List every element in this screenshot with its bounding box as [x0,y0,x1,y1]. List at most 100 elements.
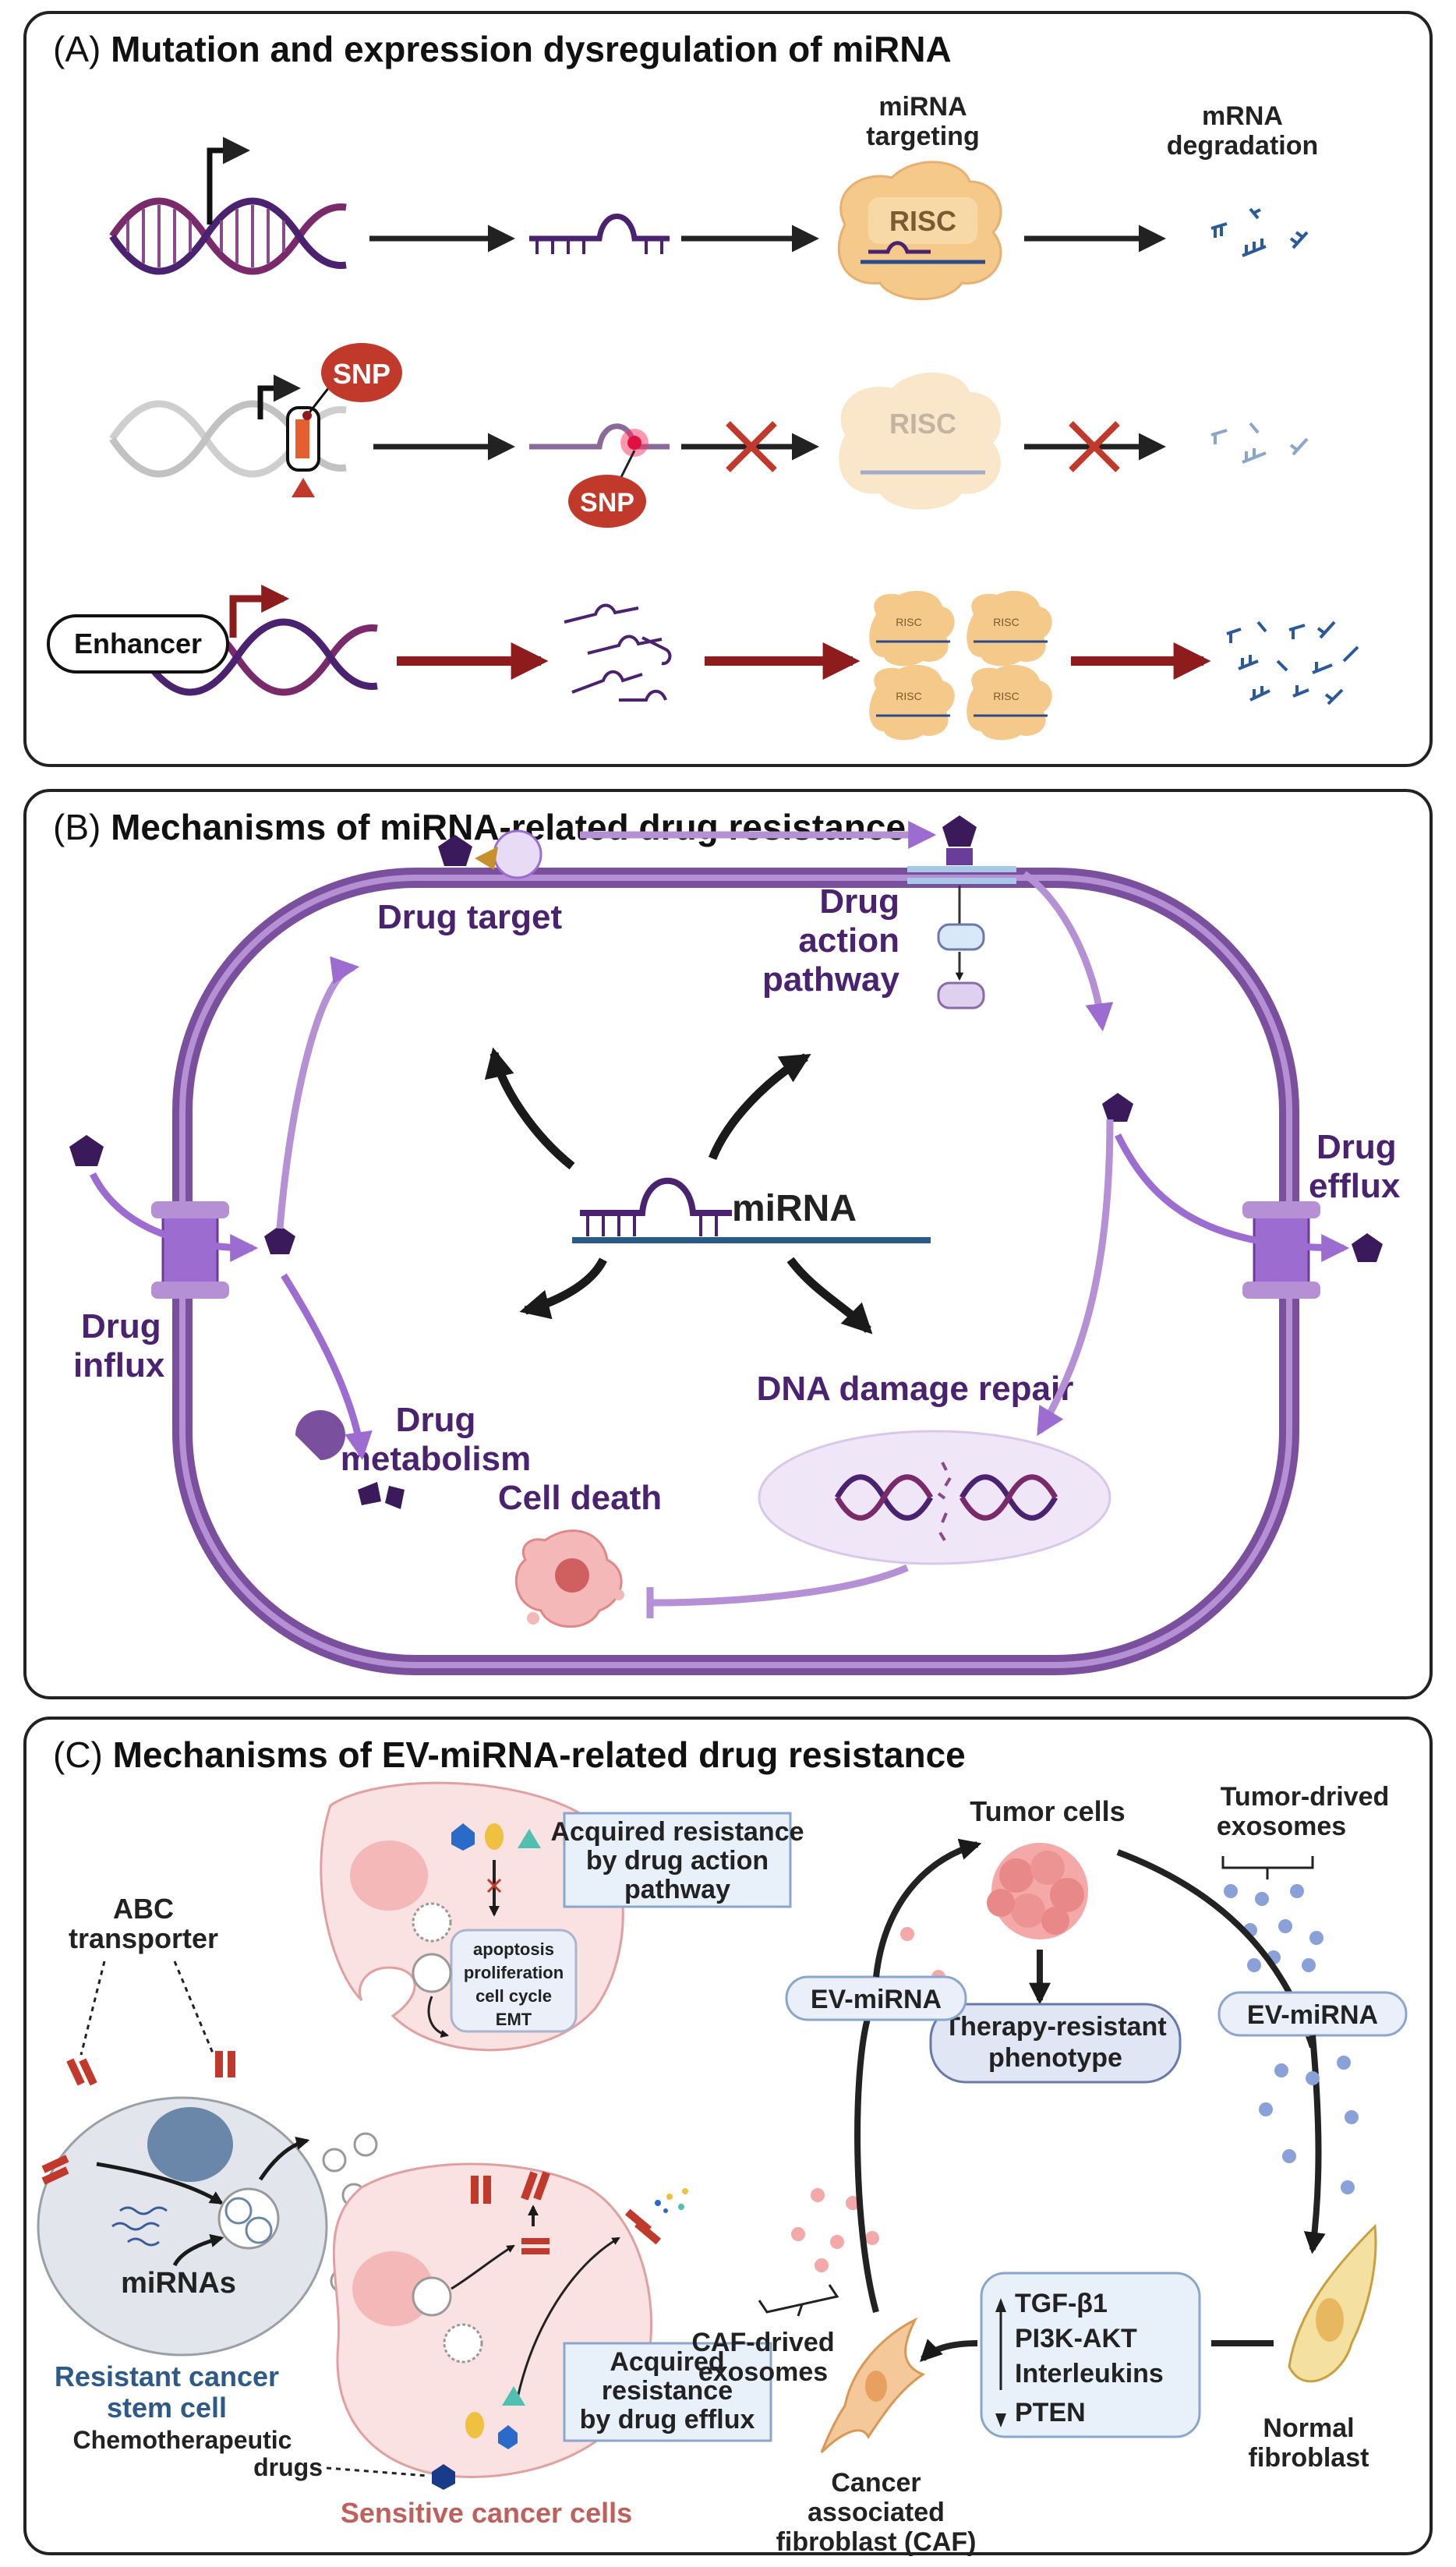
arrow-icon [258,2136,310,2181]
acquired-efflux-box [563,2342,772,2442]
normal-fibroblast-icon [1288,2223,1377,2383]
drug-icon [264,1225,295,1254]
caf-label: fibroblast (CAF) [776,2527,977,2557]
strong-promoter-icon [229,585,290,638]
regulation-arrow-icon [484,1047,575,1170]
signaling-box [980,2272,1201,2438]
drug-target-label: Drug target [377,898,562,936]
pathway-arrow-icon [1037,1119,1114,1437]
connector [326,2466,429,2477]
cycle-arrow-icon [873,1838,982,1978]
panel-letter: (C) [53,1734,103,1775]
efflux-transporter-icon [1242,1201,1320,1299]
signal-label: PTEN [1015,2398,1086,2427]
caf-icon [820,2317,926,2454]
vesicle-icon [412,1902,452,1943]
panel-b-diagram: Drug influx Drug target Drug action path… [69,815,1401,1675]
risc-complex-icon: RISC [837,161,1002,301]
drug-action-label: pathway [762,960,900,999]
drug-metabolism-label: metabolism [341,1440,532,1478]
drug-hexagon-icon [498,2425,518,2449]
mutation-marker-icon [292,478,315,497]
risc-complex-faded-icon: RISC [839,372,1002,510]
panel-a: (A) Mutation and expression dysregulatio… [23,11,1433,767]
nucleus-icon [758,1430,1111,1565]
vesicle-icon [412,2276,452,2317]
enhancer-label: Enhancer [74,628,202,659]
arrow-icon [920,2339,978,2362]
drug-metabolism-label: Drug [396,1401,476,1439]
panel-letter: (B) [53,807,101,847]
signal-label: Interleukins [1015,2359,1164,2388]
therapy-resistant-label: phenotype [988,2043,1122,2073]
drug-particles-icon [655,2188,688,2213]
dna-helix-icon [109,136,347,275]
drug-triangle-icon [502,2386,525,2406]
pre-mirna-snp-icon: SNP [529,423,670,528]
pathway-arrow-icon [1022,871,1114,1032]
dna-damage-repair-label: DNA damage repair [757,1370,1074,1408]
mutation-site [295,419,309,458]
risc-label: RISC [896,690,921,702]
acquired-efflux-label: resistance [602,2376,733,2406]
pre-mirna-icon [529,214,670,254]
process-label: EMT [496,2010,532,2029]
abc-transporter-icon [471,2176,491,2204]
abc-transporter-icon [215,2051,235,2077]
blocked-icon [486,1878,502,1893]
cycle-arrow-icon [854,2014,879,2314]
enhancer-box [47,614,229,674]
mirna-duplex-icon [572,1177,931,1243]
connector [173,1961,215,2056]
nucleus-icon [352,2251,433,2326]
process-label: proliferation [464,1963,564,1982]
drug-icon [1102,1093,1133,1122]
panel-c-diagram: ABC transporter miRNAs Resistant cancer … [37,1781,1408,2557]
risc-label: RISC [896,616,921,628]
acquired-action-box [563,1812,792,1908]
receptor-icon [907,815,1016,1009]
inhibition-arrow-icon [649,1564,909,1607]
transporter-fragment [521,2248,550,2254]
mrna-degradation-label: degradation [1167,131,1319,161]
process-label: cell cycle [475,1986,552,2006]
acquired-action-label: by drug action [586,1846,769,1876]
chemo-label: drugs [253,2453,323,2481]
panel-letter: (A) [53,29,101,69]
efflux-transporter-icon [624,2208,662,2245]
drug-icon [69,1135,104,1166]
drug-triangle-icon [518,1829,541,1848]
process-box [450,1929,578,2033]
blocked-icon [726,421,777,472]
mirna-targeting-label: miRNA [878,92,967,122]
tumor-exosomes-icon [1259,2056,1359,2194]
regulation-arrow-icon [708,1053,811,1161]
abc-transporter-icon [41,2155,69,2185]
apoptotic-cell-icon [514,1529,624,1628]
cycle-arrow-icon [1303,2035,1326,2254]
abc-label: ABC [113,1893,174,1925]
tumor-exosomes-label: Tumor-drived [1221,1782,1390,1812]
down-arrow-icon [995,2413,1006,2427]
acquired-action-label: pathway [624,1875,730,1904]
cell-death-label: Cell death [498,1479,662,1517]
risc-label: RISC [993,616,1019,628]
caf-label: Cancer [831,2468,921,2498]
tumor-exosomes-label: exosomes [1217,1812,1346,1841]
drug-hexagon-icon [432,2464,455,2490]
mrna-degradation-label: mRNA [1202,101,1283,131]
normal-fibroblast-label: Normal [1263,2413,1354,2443]
mirna-label: miRNA [732,1188,857,1229]
drug-influx-label: influx [73,1346,165,1384]
drug-icon [1352,1233,1383,1262]
panel-c: (C) Mechanisms of EV-miRNA-related drug … [23,1717,1433,2557]
drug-influx-label: Drug [81,1307,161,1345]
resistant-stem-cell-icon [37,2096,328,2357]
influx-arrow-icon [89,1172,259,1262]
pathway-arrow-icon [276,956,360,1229]
mrna-fragments-many-icon [1226,621,1359,705]
regulation-arrow-icon [786,1257,873,1335]
bracket-icon [758,2284,839,2317]
snp-badge [321,343,402,402]
drug-action-label: action [798,921,899,960]
